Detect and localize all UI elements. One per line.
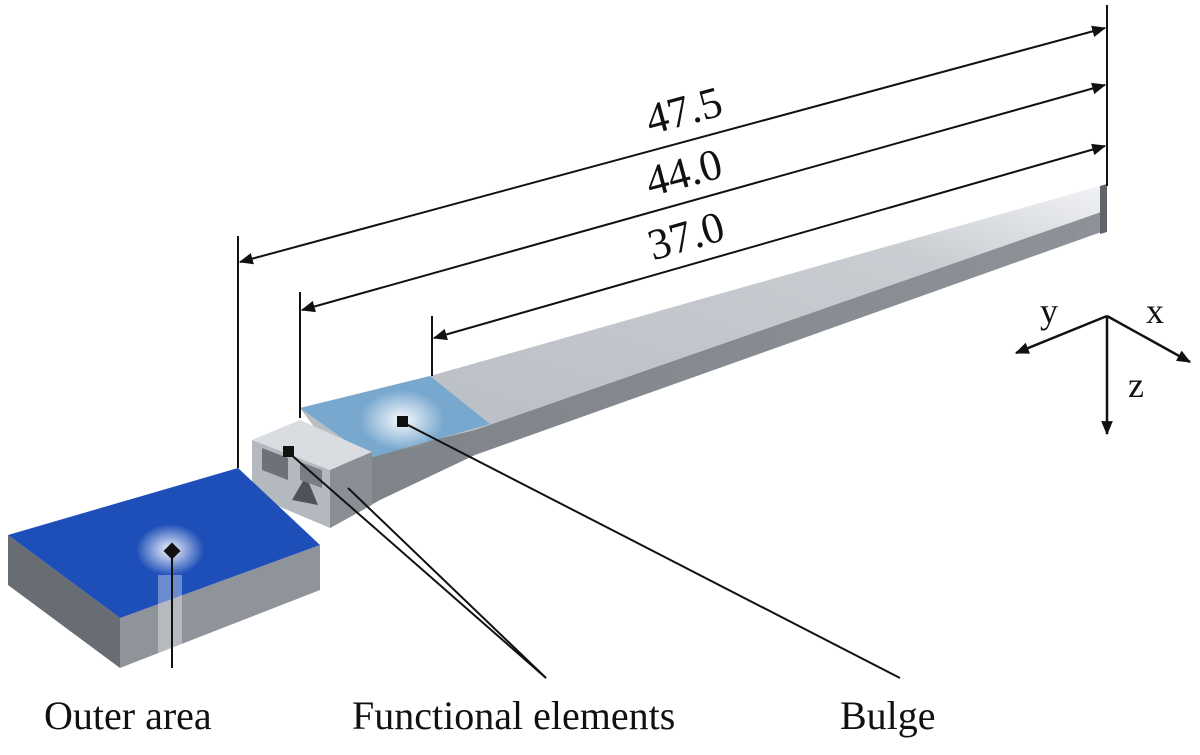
functional-triangle xyxy=(292,476,318,505)
leader-functional-2 xyxy=(347,487,547,679)
bar-end-face xyxy=(1100,184,1107,234)
leader-bulge xyxy=(401,421,901,679)
marker-bulge xyxy=(397,416,408,427)
callout-markers xyxy=(163,416,408,560)
callout-functional-elements: Functional elements xyxy=(352,693,676,738)
functional-block-top xyxy=(252,420,372,470)
outer-side-face xyxy=(8,535,120,668)
dimension-arrows xyxy=(238,25,1107,341)
callout-outer-area: Outer area xyxy=(44,693,212,738)
x-axis-arrow xyxy=(1106,314,1192,364)
leader-functional-1 xyxy=(287,451,547,679)
functional-elements xyxy=(252,420,372,528)
callout-leaders xyxy=(171,421,901,679)
callout-bulge: Bulge xyxy=(840,693,936,738)
functional-hole-left xyxy=(262,448,288,480)
dim-arrow-37-0 xyxy=(432,143,1107,341)
extension-lines xyxy=(237,5,1108,468)
axis-label-x: x xyxy=(1146,291,1164,331)
outer-area-block xyxy=(8,468,320,670)
outer-front-face xyxy=(120,545,320,668)
marker-functional xyxy=(283,446,294,457)
marker-outer xyxy=(163,542,181,560)
outer-glow-strip xyxy=(158,575,182,670)
coordinate-axes xyxy=(1014,314,1192,436)
axis-label-y: y xyxy=(1040,291,1058,331)
bar-side-face xyxy=(330,210,1107,528)
y-axis-arrow xyxy=(1014,314,1108,355)
axis-label-z: z xyxy=(1128,365,1144,405)
